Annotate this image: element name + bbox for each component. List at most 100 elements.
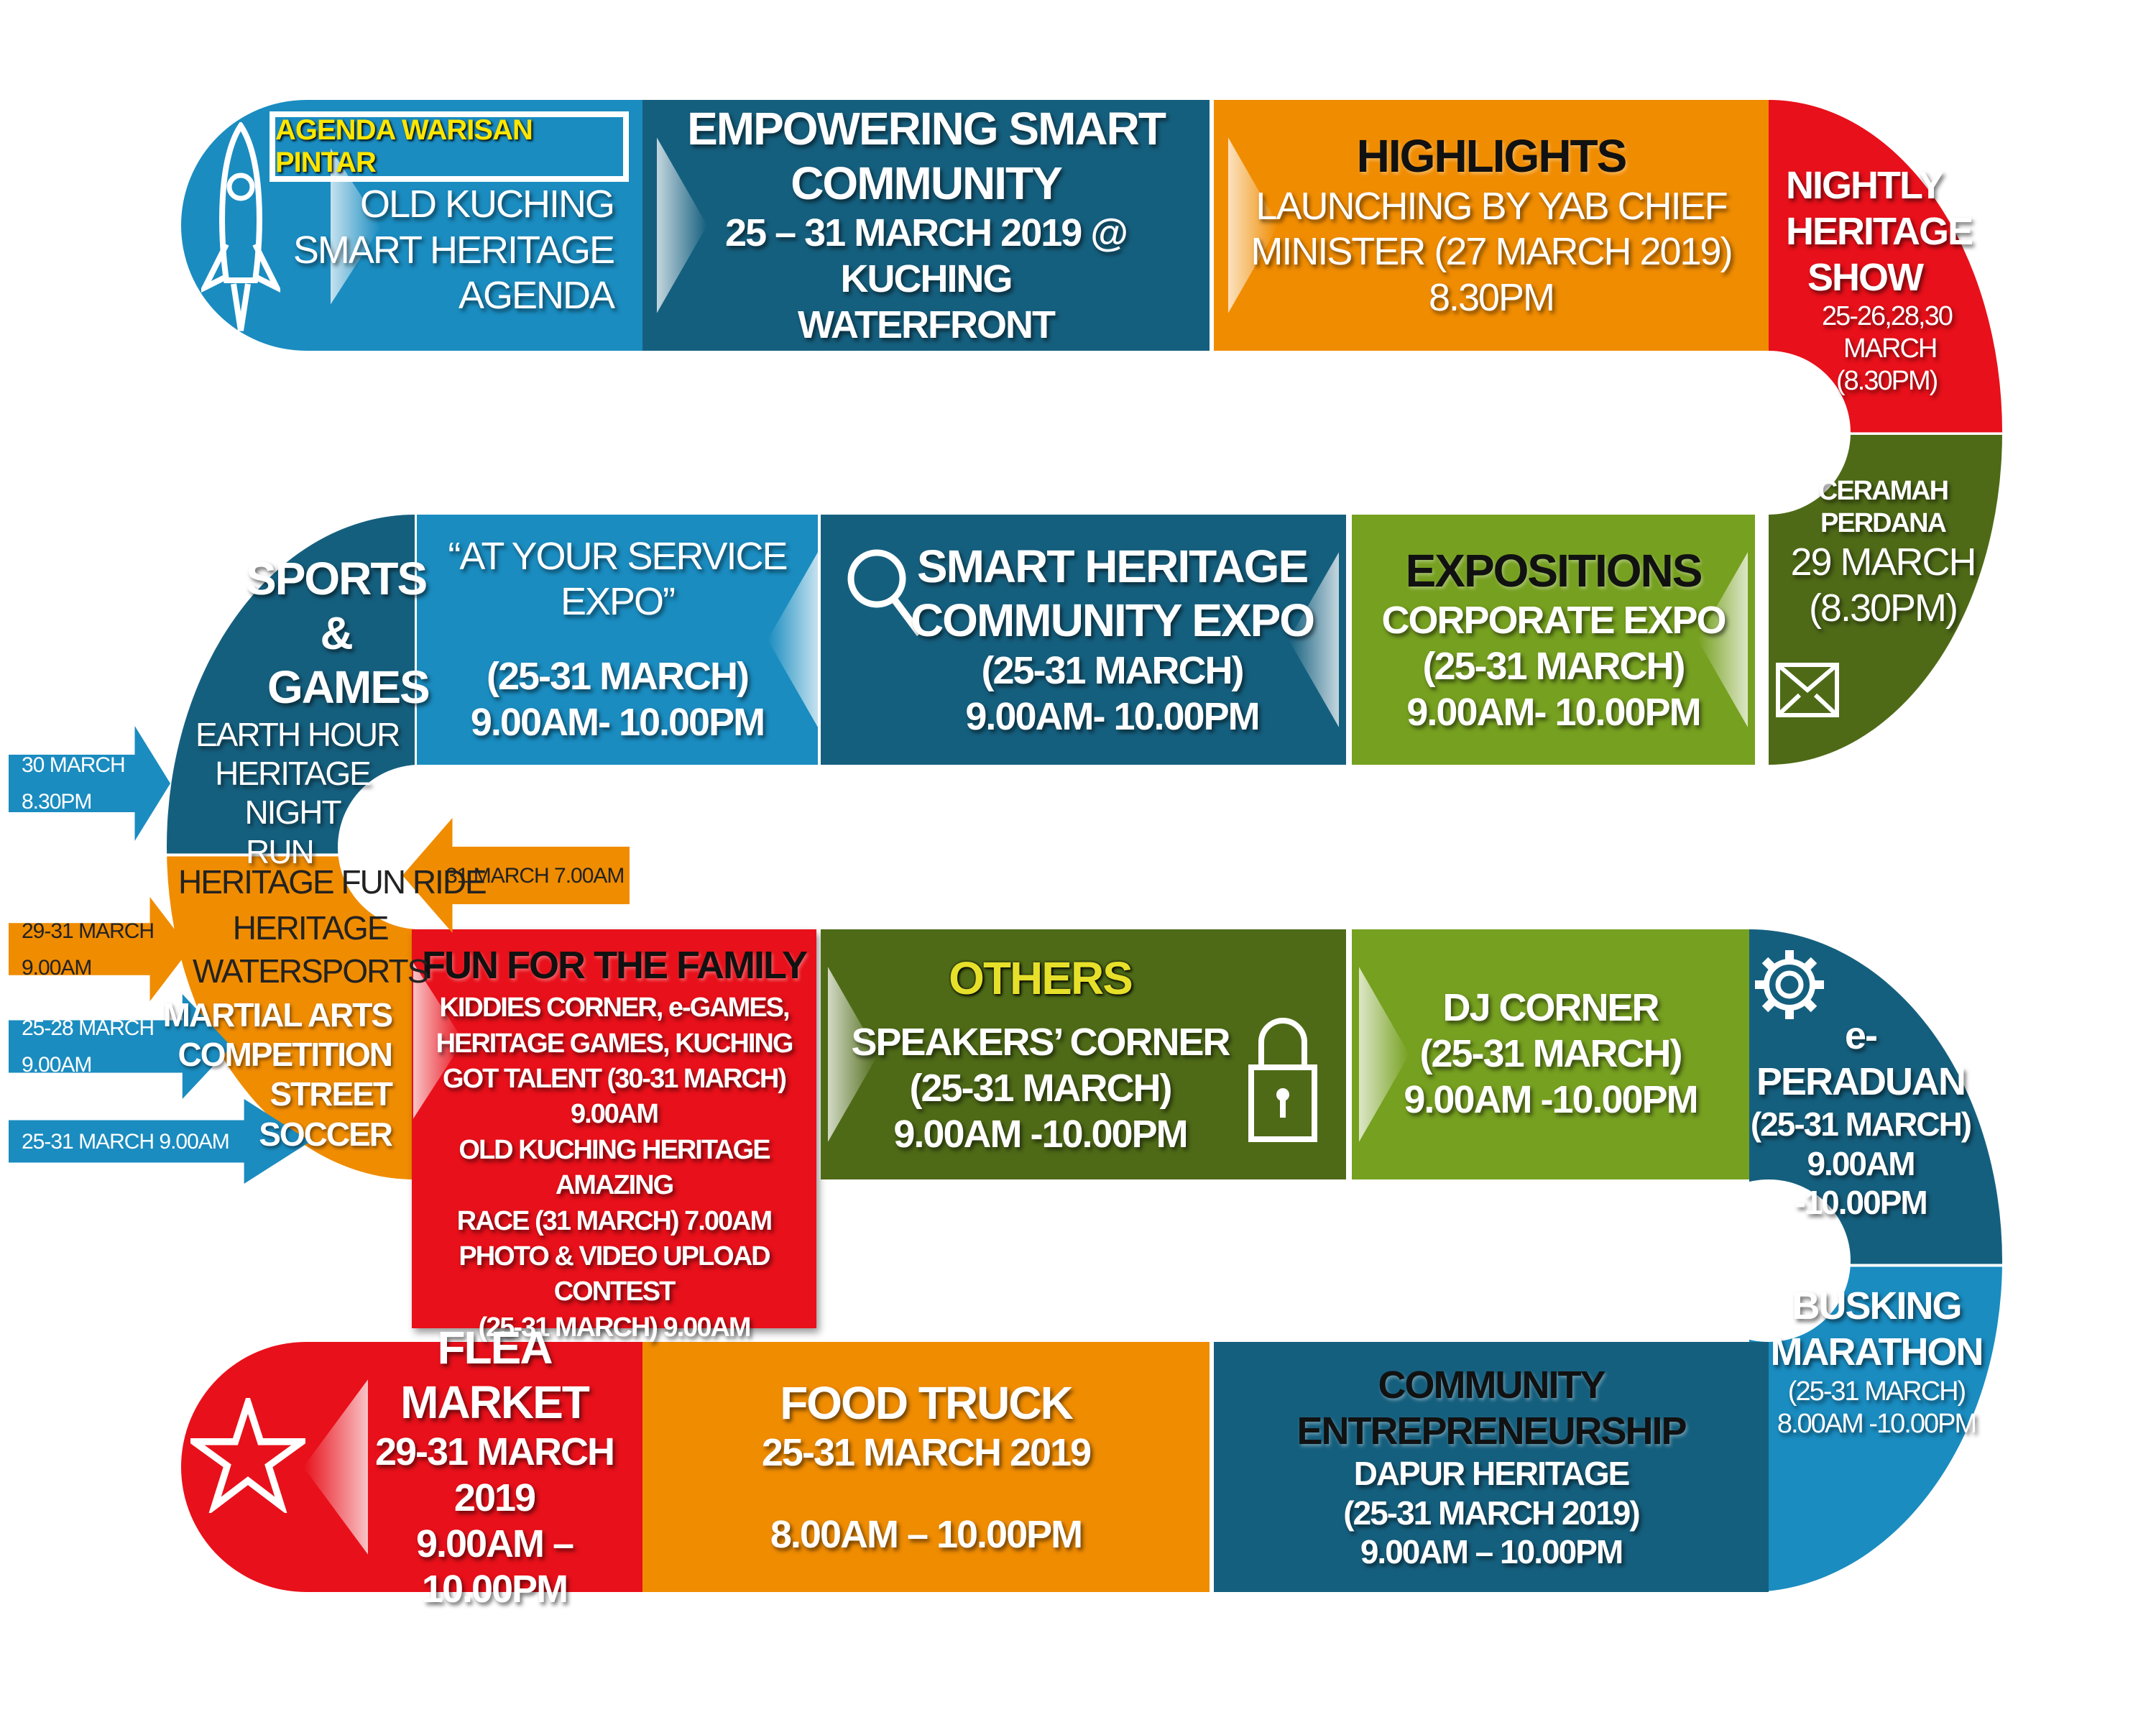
sports-line: RUN	[246, 832, 315, 870]
arrow-text: 31 MARCH 7.00AM	[446, 863, 625, 888]
expositions-line: CORPORATE EXPO	[1381, 599, 1726, 643]
food-date: 25-31 MARCH 2019	[761, 1431, 1092, 1475]
expositions-line: 9.00AM- 10.00PM	[1406, 690, 1701, 734]
family-line: PHOTO & VIDEO UPLOAD CONTEST	[459, 1241, 770, 1307]
martial-line: COMPETITION	[178, 1036, 393, 1074]
martial-line: MARTIAL ARTS	[162, 996, 393, 1034]
others-line: 9.00AM -10.00PM	[893, 1112, 1188, 1156]
nightly-title: NIGHTLY	[1786, 164, 1944, 208]
envelope-icon	[1776, 663, 1839, 717]
others-line: SPEAKERS’ CORNER	[851, 1021, 1230, 1064]
others-line: (25-31 MARCH)	[909, 1066, 1172, 1110]
star-icon	[190, 1398, 305, 1513]
ceramah-segment: CERAMAH PERDANA 29 MARCH (8.30PM)	[1775, 453, 1991, 654]
turn-hole	[1687, 1179, 1851, 1342]
chevron	[1359, 967, 1409, 1142]
soccer-line: SOCCER	[259, 1115, 393, 1153]
arrow-text: 9.00AM	[22, 1053, 92, 1077]
food-time: 8.00AM – 10.00PM	[770, 1512, 1083, 1556]
nightly-date: 25-26,28,30	[1822, 301, 1953, 332]
family-line: GOT TALENT (30-31 MARCH)	[443, 1063, 787, 1094]
flea-title: FLEA MARKET	[400, 1322, 590, 1428]
highlights-title: HIGHLIGHTS	[1356, 130, 1628, 183]
sports-line: HERITAGE NIGHT	[215, 755, 372, 832]
food-truck-segment: FOOD TRUCK 25-31 MARCH 2019 8.00AM – 10.…	[642, 1342, 1210, 1592]
family-line: KIDDIES CORNER, e-GAMES,	[439, 993, 790, 1024]
dj-title: DJ CORNER	[1442, 986, 1659, 1030]
flea-time: 9.00AM – 10.00PM	[415, 1522, 574, 1611]
nightly-show-segment: NIGHTLY HERITAGE SHOW 25-26,28,30 MARCH …	[1772, 144, 1973, 417]
service-expo-title: “AT YOUR SERVICE EXPO”	[448, 534, 788, 624]
intro-line: OLD KUCHING	[359, 182, 615, 226]
highlights-line: MINISTER (27 MARCH 2019)	[1250, 230, 1733, 274]
arrow-text: 9.00AM	[22, 955, 92, 980]
watersports-label: HERITAGE WATERSPORTS	[193, 907, 429, 993]
gear-icon	[1755, 950, 1824, 1019]
sports-title: SPORTS &	[246, 553, 428, 659]
earth-hour-arrow: 30 MARCH 8.30PM	[9, 726, 170, 841]
dj-line: (25-31 MARCH)	[1419, 1032, 1682, 1076]
highlights-segment: HIGHLIGHTS LAUNCHING BY YAB CHIEF MINIST…	[1214, 100, 1769, 351]
family-line: (25-31 MARCH) 9.00AM	[478, 1312, 751, 1343]
family-line: OLD KUCHING HERITAGE AMAZING	[459, 1134, 770, 1201]
others-title: OTHERS	[949, 952, 1133, 1004]
sports-title: GAMES	[267, 661, 430, 714]
empowering-date: 25 – 31 MARCH 2019 @ KUCHING	[725, 211, 1128, 301]
service-expo-line: (25-31 MARCH)	[486, 655, 750, 698]
smart-expo-title: COMMUNITY EXPO	[910, 594, 1315, 647]
eperaduan-line: 9.00AM -10.00PM	[1795, 1144, 1927, 1221]
service-expo-line: 9.00AM- 10.00PM	[470, 700, 765, 744]
smart-heritage-expo-segment: SMART HERITAGE COMMUNITY EXPO (25-31 MAR…	[821, 515, 1346, 765]
watersports-line: WATERSPORTS	[193, 952, 429, 990]
food-title: FOOD TRUCK	[780, 1376, 1074, 1429]
flea-date: 29-31 MARCH 2019	[374, 1430, 615, 1519]
sports-segment: SPORTS & GAMES EARTH HOUR HERITAGE NIGHT…	[167, 553, 430, 870]
busking-title: MARATHON	[1770, 1330, 1984, 1374]
watersports-arrow: 29-31 MARCH 9.00AM	[9, 897, 190, 1001]
soccer-line: STREET	[270, 1075, 393, 1113]
eperaduan-title: e-PERADUAN	[1756, 1013, 1966, 1103]
ceramah-title: PERDANA	[1820, 508, 1947, 539]
smart-expo-line: 9.00AM- 10.00PM	[965, 694, 1260, 738]
martial-arts-label: MARTIAL ARTS COMPETITION STREET SOCCER	[162, 995, 393, 1154]
nightly-title: SHOW	[1807, 255, 1924, 299]
expositions-line: (25-31 MARCH)	[1422, 644, 1685, 688]
empowering-venue: WATERFRONT	[798, 303, 1056, 346]
ceramah-date: 29 MARCH	[1790, 540, 1976, 584]
e-peraduan-segment: e-PERADUAN (25-31 MARCH) 9.00AM -10.00PM	[1749, 1014, 1972, 1221]
empowering-segment: EMPOWERING SMART COMMUNITY 25 – 31 MARCH…	[642, 100, 1210, 351]
fun-ride-label: HERITAGE FUN RIDE	[178, 863, 487, 901]
family-line: 9.00AM	[570, 1099, 659, 1130]
arrow-text: 25-28 MARCH	[22, 1016, 155, 1040]
family-line: RACE (31 MARCH) 7.00AM	[456, 1205, 773, 1236]
community-line: 9.00AM – 10.00PM	[1360, 1532, 1623, 1570]
arrow-text: 25-31 MARCH 9.00AM	[22, 1129, 230, 1154]
smart-expo-line: (25-31 MARCH)	[981, 648, 1244, 692]
watersports-line: HERITAGE	[232, 909, 390, 947]
nightly-title: HERITAGE	[1786, 209, 1973, 253]
community-line: DAPUR HERITAGE	[1353, 1455, 1631, 1493]
family-title: FUN FOR THE FAMILY	[421, 944, 808, 987]
family-line: HERITAGE GAMES, KUCHING	[436, 1028, 794, 1059]
busking-segment: BUSKING MARATHON (25-31 MARCH) 8.00AM -1…	[1769, 1269, 1984, 1455]
expositions-segment: EXPOSITIONS CORPORATE EXPO (25-31 MARCH)…	[1352, 515, 1755, 765]
intro-line: SMART HERITAGE	[292, 228, 615, 272]
empowering-title: EMPOWERING SMART	[687, 103, 1166, 155]
turn-hole	[1687, 351, 1851, 515]
rocket-icon	[201, 122, 280, 331]
smart-expo-title: SMART HERITAGE	[916, 540, 1309, 592]
sports-line: EARTH HOUR	[195, 715, 400, 753]
busking-line: (25-31 MARCH)	[1787, 1376, 1966, 1407]
community-entrepreneurship-segment: COMMUNITY ENTREPRENEURSHIP DAPUR HERITAG…	[1214, 1342, 1769, 1592]
dj-line: 9.00AM -10.00PM	[1404, 1077, 1698, 1121]
ceramah-title: CERAMAH	[1818, 476, 1949, 507]
search-icon	[847, 549, 923, 636]
busking-line: 8.00AM -10.00PM	[1777, 1408, 1977, 1439]
flea-market-segment: FLEA MARKET 29-31 MARCH 2019 9.00AM – 10…	[181, 1322, 642, 1611]
busking-title: BUSKING	[1792, 1284, 1962, 1328]
highlights-line: LAUNCHING BY YAB CHIEF	[1256, 184, 1728, 228]
dj-corner-segment: DJ CORNER (25-31 MARCH) 9.00AM -10.00PM	[1352, 929, 1749, 1179]
ceramah-time: (8.30PM)	[1808, 586, 1958, 630]
fun-for-family-segment: FUN FOR THE FAMILY KIDDIES CORNER, e-GAM…	[412, 929, 816, 1343]
nightly-time: (8.30PM)	[1836, 365, 1938, 396]
